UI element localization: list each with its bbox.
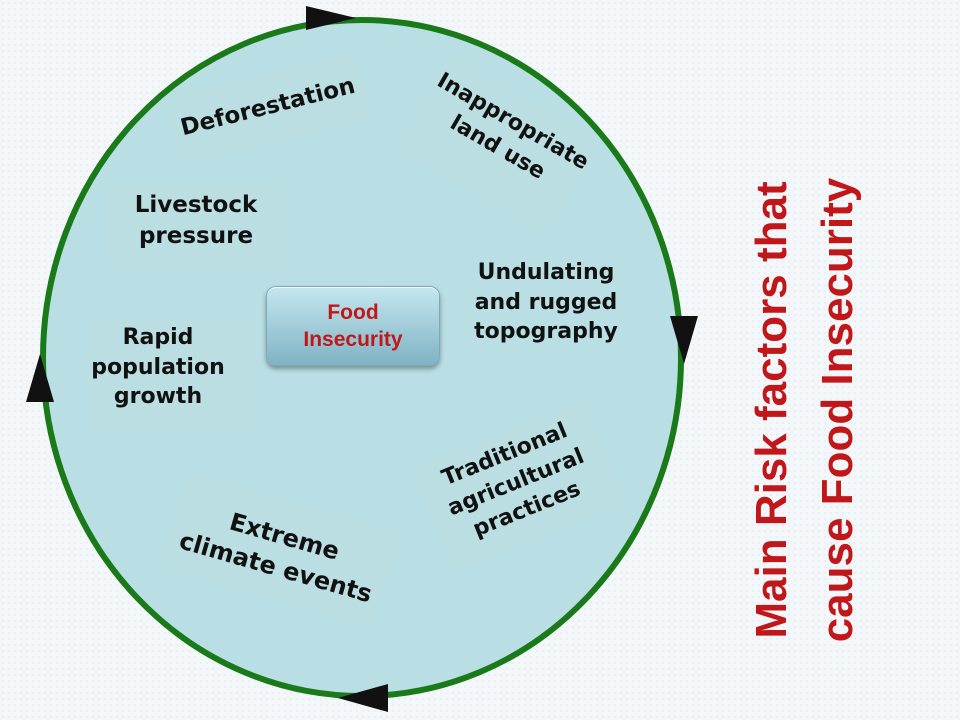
factor-livestock-pressure: Livestock pressure: [134, 192, 258, 250]
factor-undulating-topography: Undulating and rugged topography: [474, 260, 618, 345]
factor-tile: [90, 318, 252, 436]
arrow-down-icon: [670, 316, 698, 364]
arrow-right-icon: [306, 6, 356, 30]
center-label: Food Insecurity: [303, 300, 403, 351]
arrow-left-icon: [338, 684, 388, 712]
factor-tile: [106, 182, 284, 270]
factor-rapid-population-growth: Rapid population growth: [91, 325, 225, 410]
arrow-up-icon: [26, 354, 54, 402]
center-node: Food Insecurity: [266, 286, 440, 366]
diagram-title: Main Risk factors that cause Food Insecu…: [747, 177, 862, 643]
